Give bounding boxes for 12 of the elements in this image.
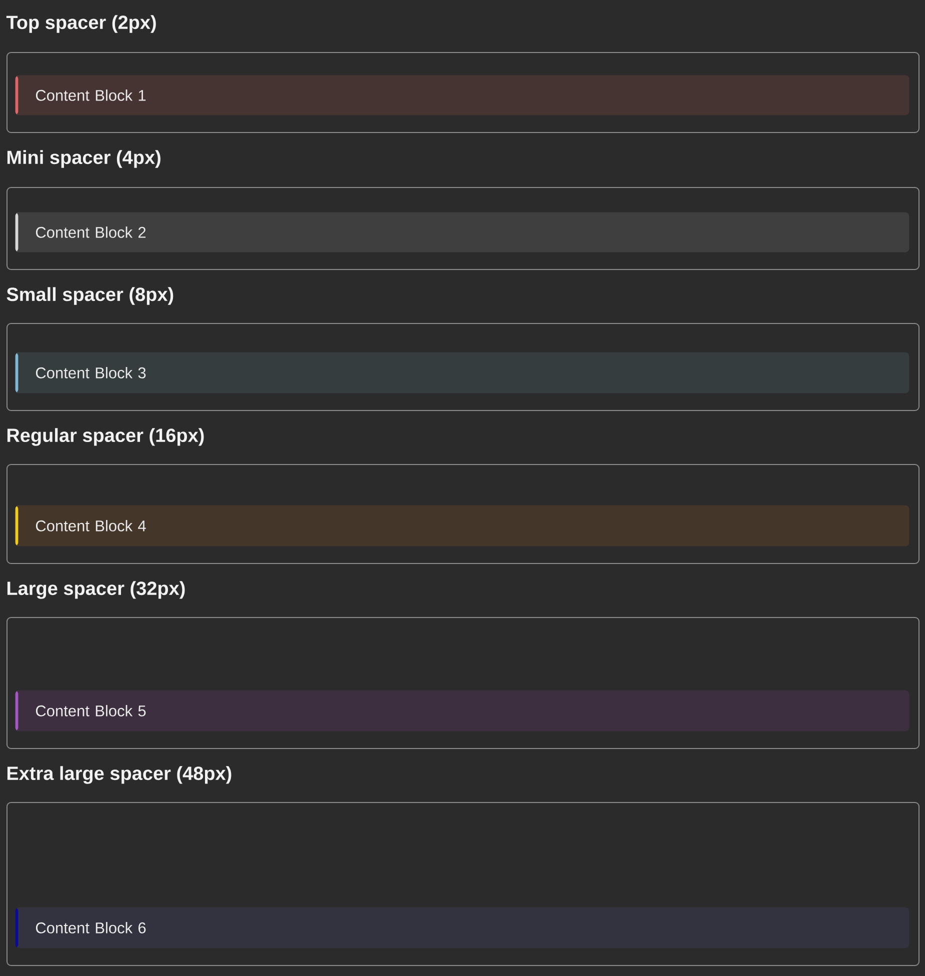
content-block: Content Block 3 — [15, 352, 910, 394]
section-heading: Regular spacer (16px) — [7, 428, 204, 446]
section-heading: Mini spacer (4px) — [7, 150, 160, 168]
content-block: Content Block 6 — [15, 907, 910, 948]
section-heading: Small spacer (8px) — [6, 287, 174, 305]
content-block: Content Block 5 — [15, 690, 910, 732]
section-heading: Large spacer (32px) — [7, 581, 185, 599]
content-block: Content Block 1 — [15, 75, 910, 116]
content-block: Content Block 4 — [15, 505, 910, 546]
content-block: Content Block 2 — [15, 212, 910, 252]
section-heading: Extra large spacer (48px) — [7, 766, 232, 784]
section-heading: Top spacer (2px) — [6, 15, 156, 33]
